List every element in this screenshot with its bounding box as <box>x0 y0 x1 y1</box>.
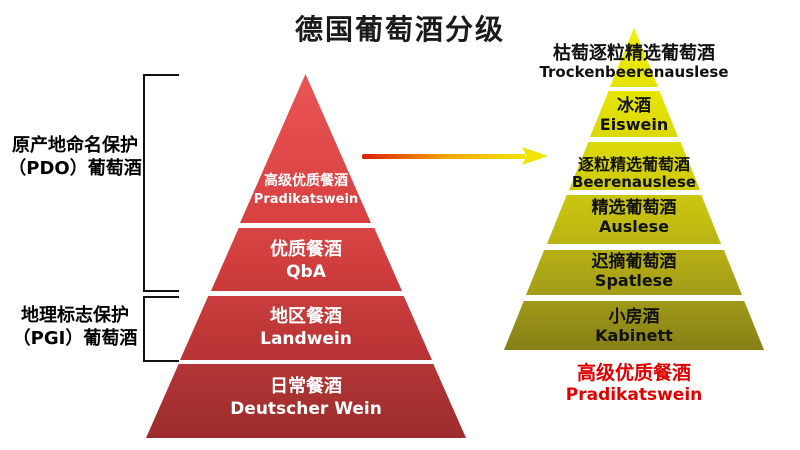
left-tier2-zh: 优质餐酒 <box>270 239 342 260</box>
left-tier1-latin: Pradikatswein <box>253 192 359 207</box>
left-tier4-zh: 日常餐酒 <box>270 376 342 397</box>
right-tier3-latin: Beerenauslese <box>571 173 697 191</box>
pgi-label: 地理标志保护 （PGI）葡萄酒 <box>0 304 150 350</box>
right-tier5-latin: Spatlese <box>594 271 674 290</box>
right-tier4-latin: Auslese <box>598 217 669 236</box>
right-footer-zh: 高级优质餐酒 <box>576 362 691 384</box>
pdo-label-line2: （PDO）葡萄酒 <box>8 158 142 179</box>
left-pyramid-tier4-shape <box>146 364 466 438</box>
right-top-zh: 枯萄逐粒精选葡萄酒 <box>553 43 715 64</box>
left-tier1-zh: 高级优质餐酒 <box>264 173 348 189</box>
right-tier2-latin: Eiswein <box>599 115 669 134</box>
gradient-arrow-line <box>362 154 526 159</box>
right-pyramid-tier5-shape <box>526 250 742 295</box>
pgi-bracket <box>143 296 181 362</box>
right-tier6-label: 小房酒 Kabinett <box>504 307 764 345</box>
left-tier3-label: 地区餐酒 Landwein <box>186 305 426 350</box>
right-top-latin: Trockenbeerenauslese <box>539 63 729 81</box>
right-pyramid-tier3-shape <box>569 142 700 190</box>
left-tier3-latin: Landwein <box>260 329 352 349</box>
right-tier6-latin: Kabinett <box>595 326 673 345</box>
left-tier1-label: 高级优质餐酒 Pradikatswein <box>186 172 426 208</box>
left-pyramid-tier3-shape <box>180 296 432 360</box>
left-tier4-label: 日常餐酒 Deutscher Wein <box>186 375 426 420</box>
left-pyramid-tier2-shape <box>211 228 402 291</box>
right-footer-label: 高级优质餐酒 Pradikatswein <box>504 362 764 406</box>
pdo-bracket <box>143 74 181 292</box>
right-tier4-label: 精选葡萄酒 Auslese <box>504 198 764 236</box>
right-footer-latin: Pradikatswein <box>565 385 703 405</box>
pdo-label-line1: 原产地命名保护 <box>12 135 138 156</box>
right-tier3-label: 逐粒精选葡萄酒 Beerenauslese <box>504 155 764 191</box>
right-pyramid-tier6-shape <box>504 301 764 350</box>
pgi-label-line1: 地理标志保护 <box>21 305 129 326</box>
right-tier3-zh: 逐粒精选葡萄酒 <box>577 155 690 174</box>
left-tier2-label: 优质餐酒 QbA <box>186 238 426 283</box>
right-tier5-zh: 迟摘葡萄酒 <box>591 252 677 272</box>
right-tier2-zh: 冰酒 <box>617 96 651 116</box>
right-pyramid-tier4-shape <box>547 195 721 244</box>
pgi-label-line2: （PGI）葡萄酒 <box>12 328 138 349</box>
right-tier6-zh: 小房酒 <box>608 307 660 327</box>
right-top-label: 枯萄逐粒精选葡萄酒 Trockenbeerenauslese <box>504 43 764 81</box>
right-tier5-label: 迟摘葡萄酒 Spatlese <box>504 252 764 290</box>
pdo-label: 原产地命名保护 （PDO）葡萄酒 <box>0 134 150 180</box>
left-tier4-latin: Deutscher Wein <box>230 399 382 419</box>
left-tier3-zh: 地区餐酒 <box>270 306 342 327</box>
right-tier4-zh: 精选葡萄酒 <box>591 198 677 218</box>
page-title: 德国葡萄酒分级 <box>294 13 505 46</box>
right-tier2-label: 冰酒 Eiswein <box>504 96 764 134</box>
left-tier2-latin: QbA <box>286 262 326 282</box>
